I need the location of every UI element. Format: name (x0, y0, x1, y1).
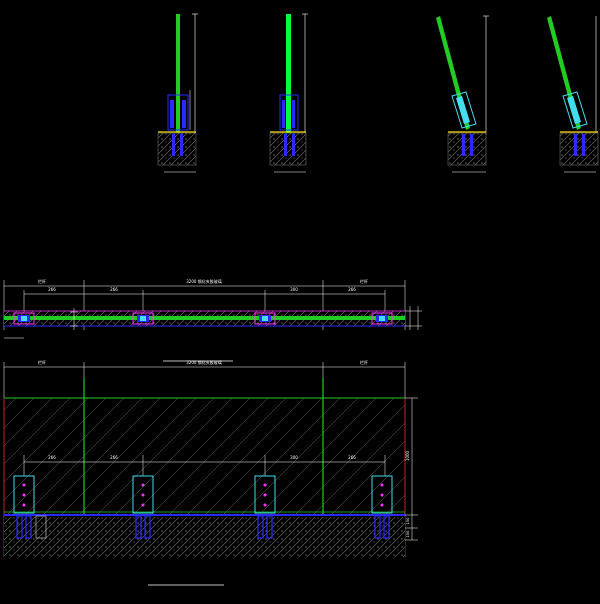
plan-view: 栏杆 3200 钢化夹胶玻璃 栏杆 266 266 300 266 (3, 278, 422, 362)
plan-dim-3: 300 (290, 287, 298, 292)
glass-panel-2 (286, 14, 291, 134)
plan-dim-1: 266 (48, 287, 56, 292)
elev-right-dim-1: 1000 (405, 450, 410, 461)
plan-label-mid: 3200 钢化夹胶玻璃 (186, 278, 221, 284)
plan-dim-4: 266 (348, 287, 356, 292)
elev-clamp-2 (132, 475, 154, 539)
elev-concrete-slab (4, 517, 405, 557)
plan-label-left: 栏杆 (38, 278, 46, 284)
section-detail-3 (436, 15, 489, 173)
concrete-slab-1 (157, 132, 197, 166)
concrete-slab-2 (269, 132, 307, 166)
elev-clamp-3 (254, 475, 276, 539)
elev-right-dim-3: 100 (406, 531, 410, 538)
plan-dim-2: 266 (110, 287, 118, 292)
elev-label-right: 栏杆 (360, 359, 368, 365)
plan-glass-line (4, 316, 405, 320)
concrete-slab-3 (447, 132, 487, 166)
plan-clamp-4 (371, 312, 393, 325)
elev-glass-area (4, 398, 405, 515)
plan-clamp-2 (132, 312, 154, 325)
elevation-view: 栏杆 3200 钢化夹胶玻璃 栏杆 266 266 300 266 (3, 359, 418, 586)
plan-clamp-1 (13, 312, 35, 325)
elev-label-mid: 3200 钢化夹胶玻璃 (186, 359, 221, 365)
elev-dim-1: 266 (48, 455, 56, 460)
section-detail-1 (157, 13, 198, 173)
elev-clamp-1 (13, 475, 47, 539)
section-detail-4 (547, 16, 599, 173)
plan-label-right: 栏杆 (360, 278, 368, 284)
elev-dim-3: 300 (290, 455, 298, 460)
section-detail-2 (269, 13, 308, 173)
plan-clamp-3 (254, 312, 276, 325)
glass-panel-1 (176, 14, 180, 134)
elev-right-dim-2: 150 (406, 518, 410, 525)
concrete-slab-4 (559, 132, 599, 166)
elev-clamp-4 (371, 475, 393, 539)
elev-dim-4: 266 (348, 455, 356, 460)
elev-label-left: 栏杆 (38, 359, 46, 365)
elev-dim-2: 266 (110, 455, 118, 460)
